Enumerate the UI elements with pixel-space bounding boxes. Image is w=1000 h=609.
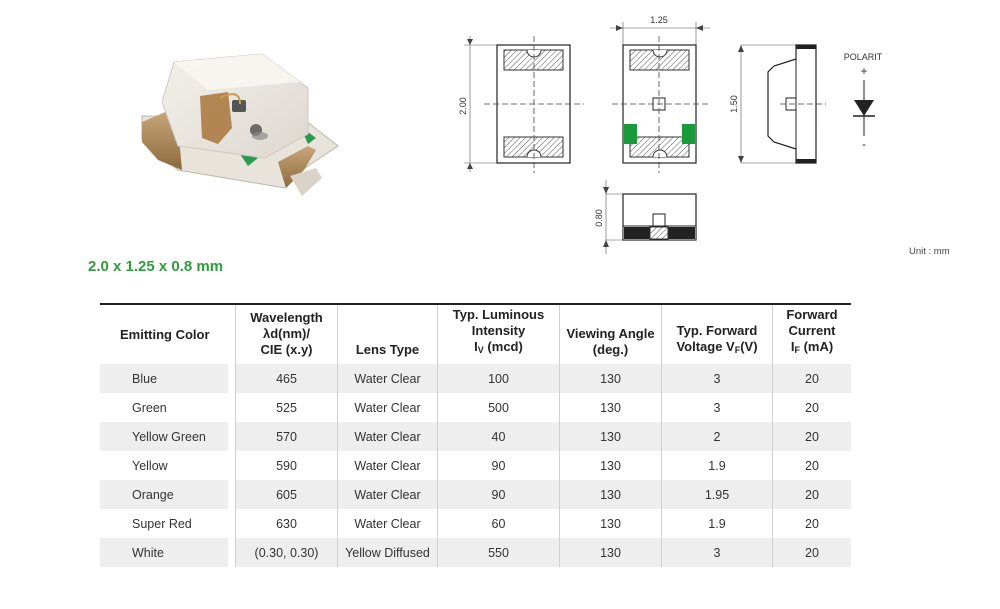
unit-note: Unit : mm [909, 246, 950, 257]
cell-angle: 130 [559, 509, 661, 538]
dimension-drawings: 2.00 1.25 0.80 [458, 15, 883, 254]
cell-color: Yellow [132, 458, 168, 473]
cell-current: 20 [772, 451, 851, 480]
cell-voltage: 1.95 [661, 480, 772, 509]
cell-lens: Water Clear [337, 451, 437, 480]
cell-angle: 130 [559, 364, 661, 393]
side-view-drawing [603, 180, 697, 254]
table-row: Yellow 590 Water Clear 90 130 1.9 20 [100, 451, 851, 480]
cell-intensity: 550 [437, 538, 559, 567]
cell-color: Blue [100, 364, 235, 393]
cell-current: 20 [772, 364, 851, 393]
cell-intensity: 60 [437, 509, 559, 538]
table-row: Yellow Green 570 Water Clear 40 130 2 20 [100, 422, 851, 451]
top-view-drawing [464, 36, 584, 173]
cell-wavelength: 570 [235, 422, 337, 451]
table-row: Orange 605 Water Clear 90 130 1.95 20 [100, 480, 851, 509]
cell-lens: Water Clear [337, 422, 437, 451]
cell-angle: 130 [559, 538, 661, 567]
package-size-label: 2.0 x 1.25 x 0.8 mm [88, 258, 224, 275]
header-wavelength: Wavelength λd(nm)/ CIE (x.y) [235, 305, 337, 364]
cell-current: 20 [772, 509, 851, 538]
cell-color: Yellow Green [100, 422, 235, 451]
cell-current: 20 [772, 538, 851, 567]
cell-color: Super Red [132, 516, 192, 531]
dim-width-label: 1.25 [650, 15, 668, 25]
polarity-minus: - [862, 137, 866, 151]
dim-length-label: 2.00 [458, 97, 468, 115]
table-row: Super Red 630 Water Clear 60 130 1.9 20 [100, 509, 851, 538]
cell-lens: Yellow Diffused [337, 538, 437, 567]
cell-voltage: 3 [661, 364, 772, 393]
cell-lens: Water Clear [337, 509, 437, 538]
table-row: Green 525 Water Clear 500 130 3 20 [100, 393, 851, 422]
led-product-photo [141, 53, 339, 196]
cell-color: White [100, 538, 235, 567]
cell-current: 20 [772, 480, 851, 509]
cell-wavelength: 605 [235, 480, 337, 509]
polarity-plus: + [860, 64, 867, 78]
spec-table: Emitting Color Wavelength λd(nm)/ CIE (x… [100, 303, 851, 567]
cell-color: Orange [100, 480, 235, 509]
cell-voltage: 3 [661, 393, 772, 422]
polarity-label: POLARIT [844, 52, 883, 62]
cell-wavelength: 525 [235, 393, 337, 422]
cell-current: 20 [772, 393, 851, 422]
header-luminous-intensity: Typ. Luminous Intensity IV (mcd) [437, 305, 559, 364]
cell-lens: Water Clear [337, 364, 437, 393]
side-profile-drawing [738, 44, 826, 164]
cell-intensity: 500 [437, 393, 559, 422]
dim-side-length-label: 1.50 [729, 95, 739, 113]
cell-intensity: 40 [437, 422, 559, 451]
cell-wavelength: 630 [235, 509, 337, 538]
header-forward-voltage: Typ. Forward Voltage VF(V) [661, 305, 772, 364]
cell-color: Green [132, 400, 167, 415]
cell-angle: 130 [559, 393, 661, 422]
header-emitting-color: Emitting Color [120, 326, 210, 342]
cell-intensity: 100 [437, 364, 559, 393]
cell-voltage: 1.9 [661, 509, 772, 538]
cell-lens: Water Clear [337, 480, 437, 509]
cell-angle: 130 [559, 451, 661, 480]
dim-height-label: 0.80 [594, 209, 604, 227]
cell-wavelength: 465 [235, 364, 337, 393]
table-header-row: Emitting Color Wavelength λd(nm)/ CIE (x… [100, 305, 851, 364]
cell-lens: Water Clear [337, 393, 437, 422]
cell-voltage: 2 [661, 422, 772, 451]
cell-wavelength: 590 [235, 451, 337, 480]
cell-intensity: 90 [437, 451, 559, 480]
cell-wavelength: (0.30, 0.30) [235, 538, 337, 567]
header-viewing-angle: Viewing Angle (deg.) [559, 305, 661, 364]
cell-current: 20 [772, 422, 851, 451]
header-lens-type: Lens Type [337, 305, 437, 364]
cell-voltage: 1.9 [661, 451, 772, 480]
bottom-view-drawing [610, 22, 710, 173]
cell-voltage: 3 [661, 538, 772, 567]
table-row: White (0.30, 0.30) Yellow Diffused 550 1… [100, 538, 851, 567]
cell-intensity: 90 [437, 480, 559, 509]
cell-angle: 130 [559, 480, 661, 509]
table-row: Blue 465 Water Clear 100 130 3 20 [100, 364, 851, 393]
header-forward-current: Forward Current IF (mA) [772, 305, 851, 364]
diode-symbol-icon [853, 80, 875, 136]
cell-angle: 130 [559, 422, 661, 451]
